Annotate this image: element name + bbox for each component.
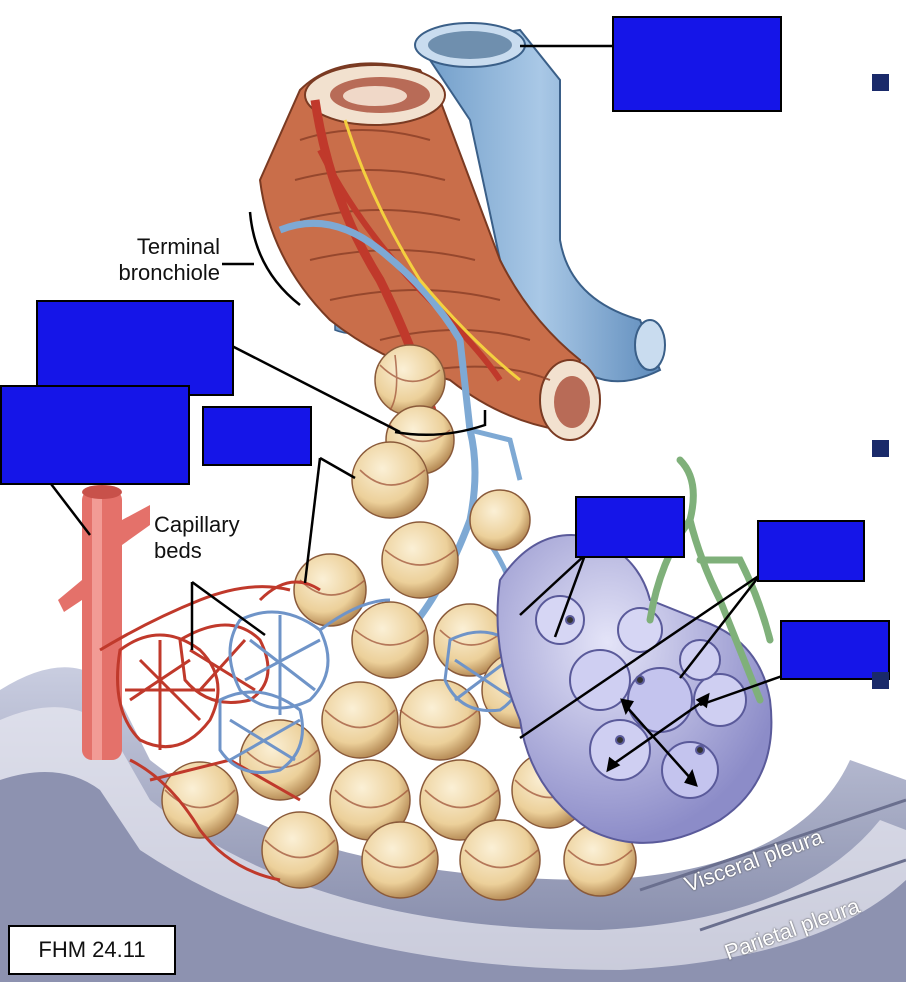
pulmonary-artery-branch <box>58 485 150 760</box>
label-terminal-line2: bronchiole <box>118 260 220 285</box>
capillary-network-blue <box>218 598 524 774</box>
bronchiole <box>258 62 601 643</box>
arrows <box>606 692 710 787</box>
alveoli-cluster <box>161 344 665 901</box>
label-terminal-bronchiole: Terminal bronchiole <box>60 234 220 286</box>
label-capillary-line2: beds <box>154 538 202 563</box>
label-capillary-beds: Capillary beds <box>154 512 294 564</box>
bullet-marker-1 <box>872 74 889 91</box>
blank-box-4[interactable] <box>202 406 312 466</box>
blank-box-6[interactable] <box>757 520 865 582</box>
blank-box-2[interactable] <box>36 300 234 396</box>
figure-reference: FHM 24.11 <box>8 925 176 975</box>
bullet-marker-2 <box>872 440 889 457</box>
label-terminal-line1: Terminal <box>136 234 220 259</box>
blank-box-3[interactable] <box>0 385 190 485</box>
blank-box-7[interactable] <box>780 620 890 680</box>
pulmonary-vein <box>334 22 666 383</box>
blank-box-1[interactable] <box>612 16 782 112</box>
pleura-layers <box>0 667 906 982</box>
blank-box-5[interactable] <box>575 496 685 558</box>
leader-lines <box>47 44 786 740</box>
capillary-network-red <box>99 580 321 882</box>
bullet-marker-3 <box>872 672 889 689</box>
label-capillary-line1: Capillary <box>154 512 240 537</box>
